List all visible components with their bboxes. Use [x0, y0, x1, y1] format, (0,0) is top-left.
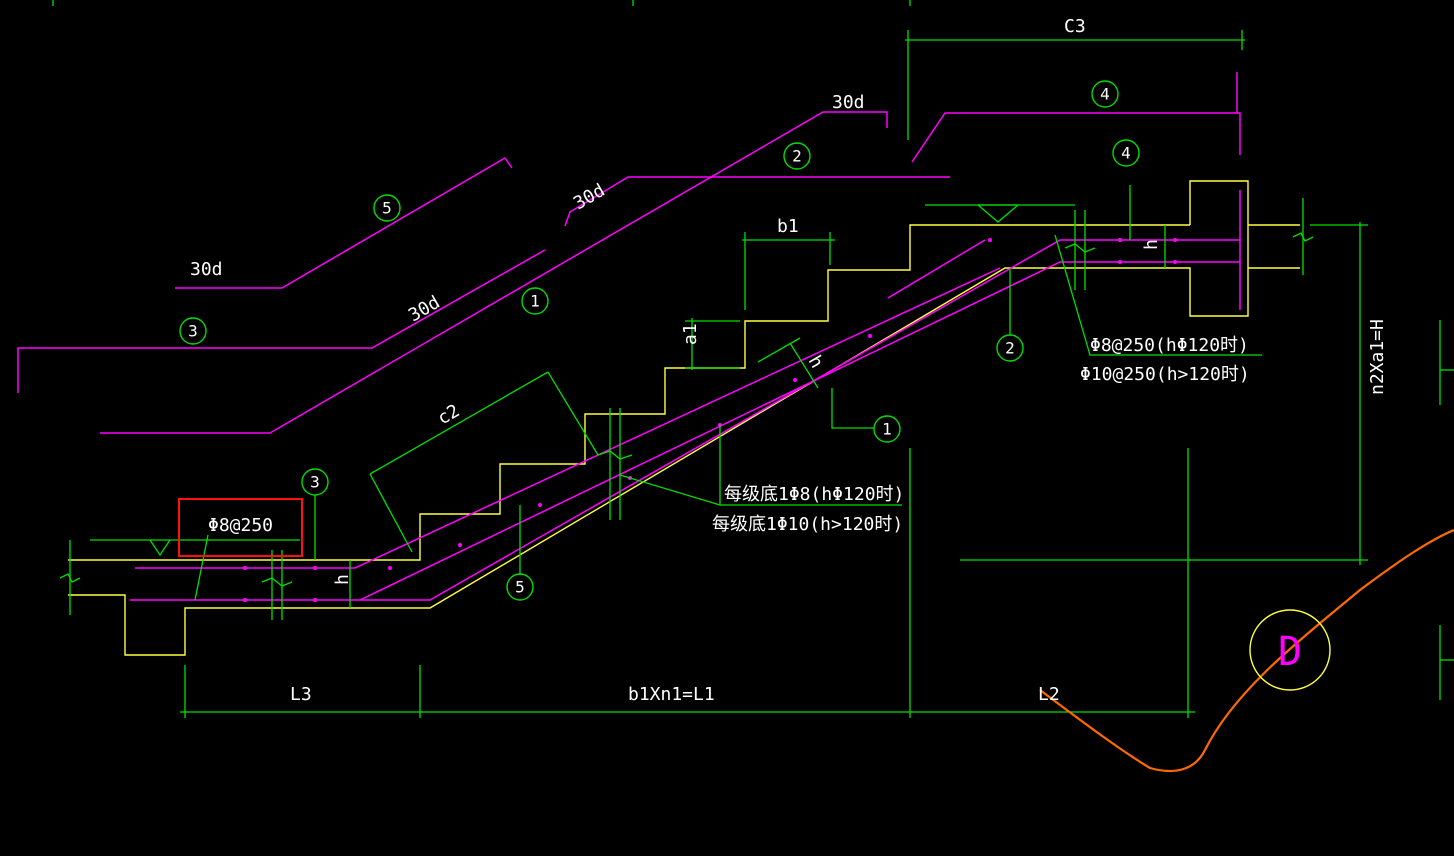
- note-left-rebar: Φ8@250: [208, 515, 273, 536]
- dimension-labels: C3 b1 a1 c2 h h h L3 b1Xn1=L1 L2 n2Xa1=H: [290, 16, 1388, 705]
- bar-tag-3-slab: 3: [301, 468, 329, 496]
- dim-h-mid: h: [804, 352, 828, 372]
- edge-ticks: [52, 0, 911, 6]
- section-marker: D: [1249, 609, 1331, 691]
- svg-text:5: 5: [515, 578, 525, 597]
- len-bar5-30d: 30d: [190, 259, 223, 280]
- dim-height: n2Xa1=H: [1367, 319, 1388, 395]
- bar-tag-3-top: 3: [179, 317, 207, 345]
- dim-a1: a1: [680, 323, 701, 345]
- dim-l1: b1Xn1=L1: [628, 684, 715, 705]
- svg-text:4: 4: [1121, 144, 1131, 163]
- stair-outline: [68, 180, 1300, 656]
- svg-text:2: 2: [1005, 339, 1015, 358]
- svg-text:2: 2: [792, 147, 802, 166]
- dim-l3: L3: [290, 684, 312, 705]
- bar-tag-4-slab: 4: [1112, 139, 1140, 167]
- dim-l2: L2: [1038, 684, 1060, 705]
- dim-h-right: h: [1141, 239, 1162, 250]
- cloud-curve: [1039, 528, 1454, 772]
- bar-tag-2-slab: 2: [996, 334, 1024, 362]
- rebar-notes: Φ8@250 Φ8@250(hΦ120时) Φ10@250(h>120时) 每级…: [208, 335, 1250, 536]
- svg-text:3: 3: [310, 473, 320, 492]
- len-top-30d: 30d: [832, 92, 865, 113]
- highlight-box: [178, 498, 303, 557]
- dim-c2: c2: [434, 400, 463, 429]
- svg-text:1: 1: [530, 292, 540, 311]
- note-step-rebar-1: 每级底1Φ8(hΦ120时): [724, 484, 904, 505]
- bar-tags: 4 2 5 1 3 4 2 1 3 5: [179, 80, 1140, 601]
- bar-tag-5-top: 5: [373, 194, 401, 222]
- note-right-rebar-1: Φ8@250(hΦ120时): [1090, 335, 1249, 356]
- svg-text:4: 4: [1100, 85, 1110, 104]
- dim-h-left: h: [332, 574, 353, 585]
- rebar-shapes: [17, 72, 1241, 602]
- len-bar1-30d: 30d: [405, 292, 444, 326]
- svg-text:5: 5: [382, 199, 392, 218]
- note-step-rebar-2: 每级底1Φ10(h>120时): [712, 514, 903, 535]
- svg-text:1: 1: [882, 420, 892, 439]
- svg-text:3: 3: [188, 322, 198, 341]
- bar-tag-4-top: 4: [1091, 80, 1119, 108]
- dim-c3: C3: [1064, 16, 1086, 37]
- note-right-rebar-2: Φ10@250(h>120时): [1080, 364, 1250, 385]
- bar-tag-2-top: 2: [783, 142, 811, 170]
- dim-b1: b1: [777, 216, 799, 237]
- bar-tag-1-top: 1: [521, 287, 549, 315]
- bar-tag-5-slab: 5: [506, 573, 534, 601]
- marker-label: D: [1278, 629, 1302, 675]
- dimension-lines: [59, 30, 1454, 718]
- bar-tag-1-slab: 1: [873, 415, 901, 443]
